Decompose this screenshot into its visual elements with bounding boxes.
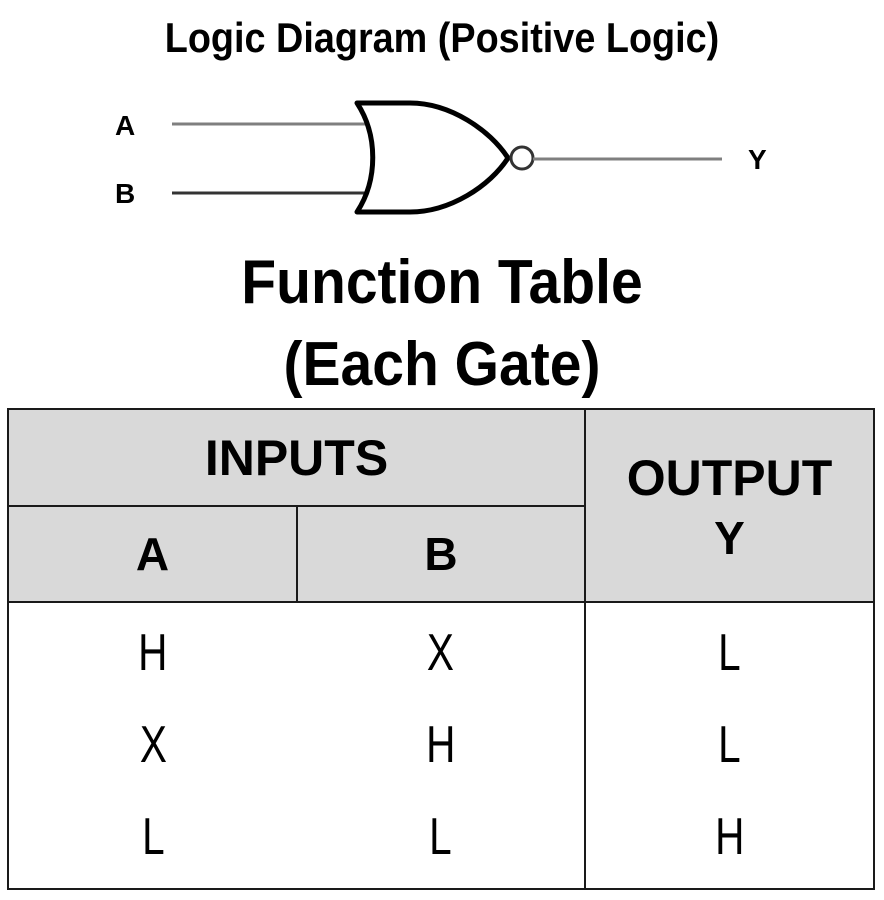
cell-value: L	[141, 808, 165, 866]
row-1-y: L	[584, 602, 876, 697]
output-header: OUTPUT Y	[584, 408, 876, 603]
row-3-a: L	[7, 792, 297, 890]
inversion-bubble-icon	[509, 145, 535, 171]
cell-value: L	[429, 808, 452, 866]
row-2-y: L	[584, 697, 876, 792]
function-table-title: Function Table	[241, 248, 643, 317]
output-header-label: OUTPUT	[626, 449, 833, 506]
inputs-header: INPUTS	[6, 408, 587, 507]
truth-table: INPUTS OUTPUT Y A B H X L X H L L L H	[6, 408, 876, 890]
nor-gate-icon	[354, 100, 511, 215]
output-y-header-label: Y	[714, 511, 745, 564]
input-a-label: A	[115, 110, 136, 141]
cell-value: X	[139, 715, 167, 774]
row-1-a: H	[7, 602, 297, 697]
row-3-y: H	[584, 792, 876, 890]
cell-value: L	[718, 715, 741, 774]
function-table-subtitle: (Each Gate)	[283, 330, 601, 399]
logic-diagram-title: Logic Diagram (Positive Logic)	[164, 14, 720, 61]
cell-value: H	[714, 808, 745, 866]
table-row: X H L	[7, 697, 876, 792]
input-a-header: A	[7, 505, 298, 603]
cell-value: L	[718, 624, 741, 682]
cell-value: H	[425, 715, 456, 774]
table-row: H X L	[7, 602, 876, 697]
cell-value: H	[138, 624, 168, 682]
inputs-header-label: INPUTS	[204, 429, 389, 486]
nor-gate-diagram	[172, 100, 722, 215]
table-row: L L H	[7, 792, 876, 890]
row-1-b: X	[297, 602, 587, 697]
input-b-header: B	[295, 505, 587, 603]
row-3-b: L	[297, 792, 587, 890]
output-y-label: Y	[748, 144, 767, 175]
function-table: INPUTS OUTPUT Y A B H X L X H L L L H	[6, 408, 876, 890]
input-b-label: B	[115, 178, 136, 209]
row-2-a: X	[7, 697, 297, 792]
row-2-b: H	[297, 697, 587, 792]
cell-value: X	[426, 624, 455, 682]
